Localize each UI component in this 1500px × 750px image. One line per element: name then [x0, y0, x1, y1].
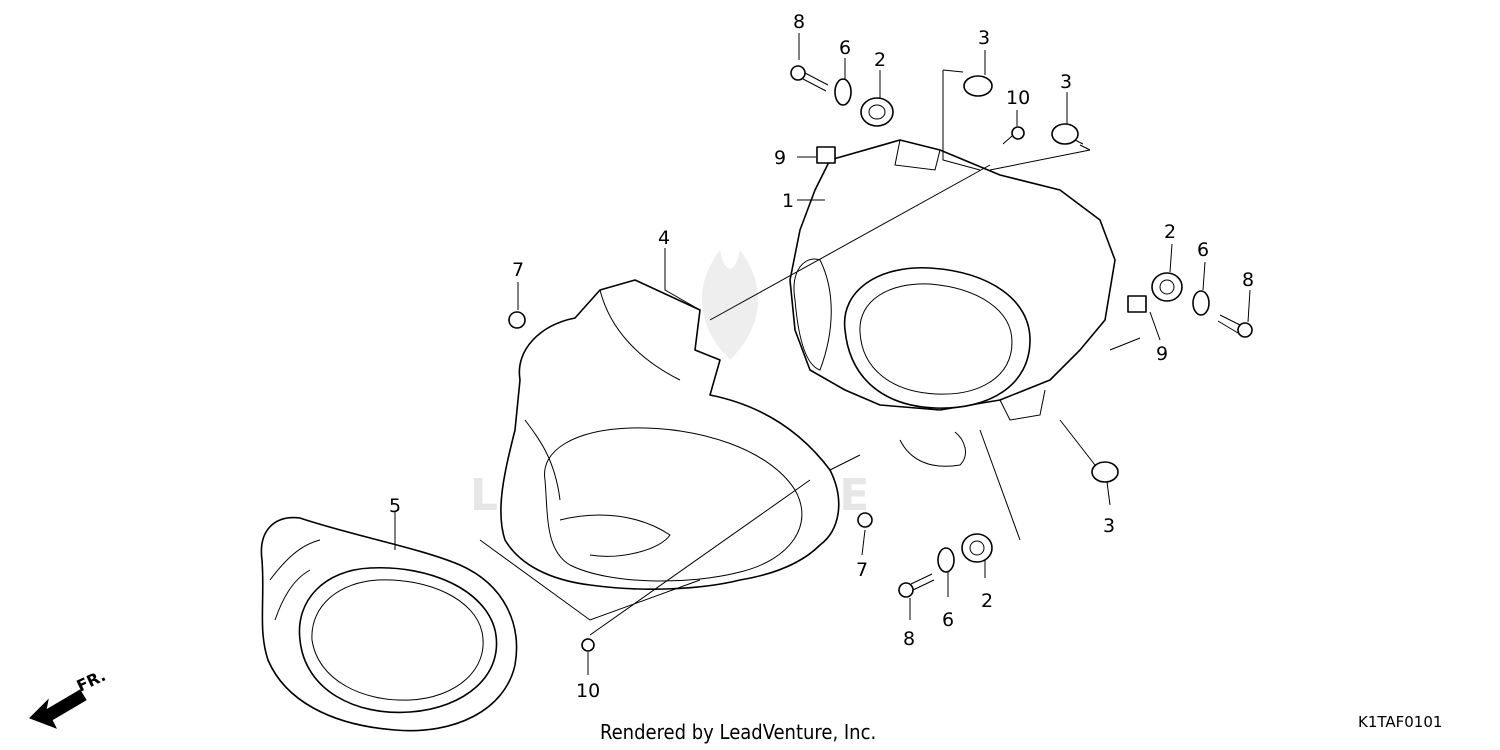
callout-2-right: 2: [1164, 221, 1176, 243]
clip-9-right[interactable]: [1127, 295, 1147, 313]
bolt-8-right[interactable]: [1217, 314, 1253, 338]
callout-2-bottom: 2: [981, 590, 993, 612]
grommet-2-top[interactable]: [860, 97, 894, 127]
screw-7-bottom[interactable]: [857, 512, 873, 528]
collar-3-bottom[interactable]: [1091, 461, 1119, 483]
callout-7-bottom: 7: [856, 559, 868, 581]
callout-9-right: 9: [1156, 343, 1168, 365]
callout-3-right: 3: [1060, 71, 1072, 93]
callout-labels: 8 6 2 3 10 3 9 1 4 7 2 6 8 9 3 5 7 2 6 8…: [389, 11, 1254, 702]
callout-8-right: 8: [1242, 269, 1254, 291]
bolt-8-bottom[interactable]: [898, 573, 935, 598]
front-direction-arrow: FR.: [29, 666, 109, 729]
callout-9-top: 9: [774, 147, 786, 169]
clip-9-top[interactable]: [816, 146, 836, 164]
grommet-2-right[interactable]: [1151, 272, 1183, 302]
callout-3-top: 3: [978, 27, 990, 49]
grommet-2-bottom[interactable]: [961, 533, 993, 563]
leader-lines: [394, 33, 1251, 675]
washer-6-top[interactable]: [834, 78, 852, 106]
callout-6-top: 6: [839, 37, 851, 59]
direction-label: FR.: [74, 666, 109, 696]
callout-10-bottom: 10: [576, 680, 600, 702]
collar-3-right[interactable]: [1051, 123, 1084, 145]
screw-10-bottom[interactable]: [581, 638, 595, 652]
callout-10-top: 10: [1006, 87, 1030, 109]
headlight-unit[interactable]: [789, 139, 1116, 467]
washer-6-bottom[interactable]: [937, 547, 955, 573]
headlight-cover[interactable]: [500, 279, 840, 590]
bolt-8-top[interactable]: [790, 65, 829, 92]
screw-10-top[interactable]: [1002, 126, 1025, 145]
callout-1: 1: [782, 190, 794, 212]
callout-8-bottom: 8: [903, 628, 915, 650]
callout-2-top: 2: [874, 49, 886, 71]
callout-8-top: 8: [793, 11, 805, 33]
credit-text: Rendered by LeadVenture, Inc.: [600, 720, 876, 744]
callout-6-bottom: 6: [942, 609, 954, 631]
collar-3-top[interactable]: [963, 75, 993, 97]
callout-4: 4: [658, 227, 670, 249]
callout-7-left: 7: [512, 259, 524, 281]
callout-5: 5: [389, 495, 401, 517]
screw-7-left[interactable]: [508, 311, 526, 329]
callout-6-right: 6: [1197, 239, 1209, 261]
callout-3-bottom: 3: [1103, 515, 1115, 537]
washer-6-right[interactable]: [1192, 290, 1210, 316]
headlight-rim[interactable]: [260, 516, 518, 732]
diagram-code: K1TAF0101: [1358, 713, 1442, 731]
